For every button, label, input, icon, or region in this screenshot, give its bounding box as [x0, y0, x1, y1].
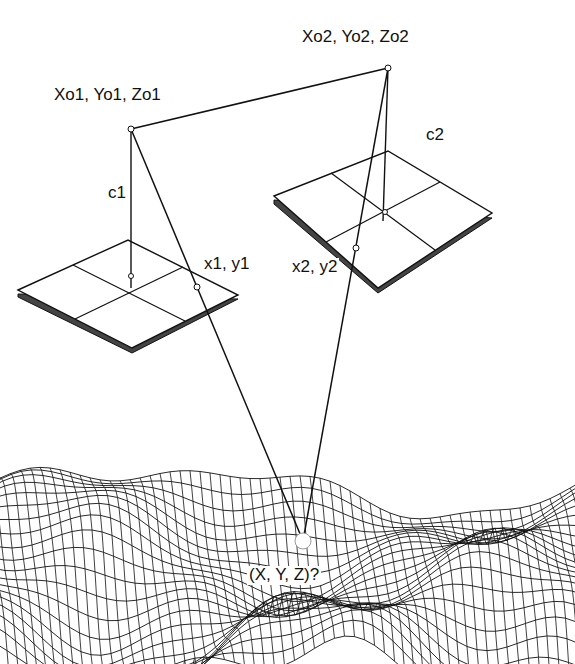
baseline [131, 68, 388, 129]
projection-centre-label: Xo2, Yo2, Zo2 [300, 28, 411, 47]
projection-centre-label: Xo1, Yo1, Zo1 [52, 86, 163, 105]
image-point [353, 245, 359, 251]
object-point [295, 533, 311, 549]
principal-distance-label: c1 [106, 184, 128, 203]
image-ray [131, 129, 303, 541]
terrain-mesh [0, 467, 575, 664]
projection-centre [385, 65, 391, 71]
principal-distance-label: c2 [424, 126, 446, 145]
principal-distance-line [130, 129, 131, 288]
image-ray [303, 68, 388, 541]
projection-centre [128, 126, 134, 132]
image-point [194, 284, 200, 290]
image-coordinate-label: x2, y2 [290, 258, 339, 277]
image-coordinate-label: x1, y1 [202, 255, 251, 274]
object-point-label: (X, Y, Z)? [247, 566, 321, 585]
image-plane [274, 151, 492, 293]
